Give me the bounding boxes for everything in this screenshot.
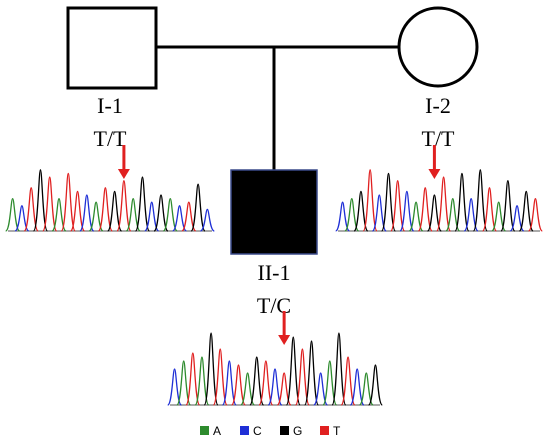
peak-T	[436, 176, 452, 232]
peak-T	[116, 179, 132, 232]
peak-G	[367, 364, 383, 406]
peak-A	[125, 197, 141, 232]
peak-C	[167, 368, 183, 406]
peak-A	[176, 360, 192, 406]
peak-C	[144, 201, 160, 232]
peak-T	[276, 372, 292, 406]
peak-C	[172, 205, 187, 232]
peak-G	[134, 176, 151, 232]
variant-arrow-icon	[428, 169, 441, 179]
peak-C	[335, 201, 351, 232]
peak-T	[294, 348, 310, 406]
legend-label-T: T	[333, 424, 341, 438]
peak-C	[313, 372, 329, 406]
peak-C	[371, 194, 387, 232]
peak-T	[481, 187, 498, 232]
label-I-2-id: I-2	[425, 93, 451, 118]
legend-swatch-G	[280, 426, 289, 435]
peak-T	[230, 364, 246, 406]
peak-C	[79, 194, 95, 232]
legend-swatch-C	[240, 426, 249, 435]
peak-C	[463, 197, 479, 232]
peak-G	[107, 190, 123, 232]
peak-A	[322, 360, 338, 406]
peak-T	[60, 172, 76, 232]
individual-II-1-symbol	[230, 169, 318, 255]
peak-G	[32, 169, 49, 232]
peak-T	[42, 176, 58, 232]
peak-C	[509, 205, 525, 232]
peak-C	[200, 208, 215, 232]
peak-A	[194, 356, 210, 406]
chromatogram-I-1	[5, 145, 215, 232]
peak-G	[454, 172, 470, 232]
chromatogram-I-2	[335, 145, 543, 232]
peak-G	[472, 169, 488, 232]
peak-A	[408, 201, 424, 232]
legend-swatch-A	[200, 426, 209, 435]
peak-A	[5, 197, 21, 232]
peak-C	[14, 205, 30, 232]
base-legend: A C G T	[200, 424, 341, 438]
peak-T	[181, 201, 197, 232]
label-I-2-genotype: T/T	[422, 126, 456, 151]
peak-A	[51, 197, 67, 232]
peak-T	[212, 348, 228, 406]
peak-A	[88, 201, 104, 232]
peak-C	[221, 360, 237, 406]
peak-T	[69, 190, 86, 232]
peak-G	[285, 336, 301, 406]
variant-arrow-icon	[278, 335, 291, 345]
peak-T	[390, 179, 406, 232]
label-II-1-id: II-1	[258, 260, 291, 285]
legend-label-G: G	[293, 424, 302, 438]
individual-I-1-symbol	[66, 6, 158, 90]
peak-A	[491, 201, 507, 232]
peak-T	[97, 187, 113, 232]
peak-T	[362, 169, 378, 232]
label-I-1-id: I-1	[97, 93, 123, 118]
peak-C	[267, 368, 283, 406]
peak-A	[240, 372, 256, 406]
label-I-1-genotype: T/T	[94, 126, 128, 151]
peak-T	[23, 187, 39, 232]
peak-G	[426, 194, 442, 232]
peak-G	[153, 194, 169, 232]
peak-G	[353, 190, 369, 232]
peak-T	[185, 352, 201, 406]
legend-label-A: A	[213, 424, 221, 438]
peak-T	[258, 360, 274, 406]
peak-A	[358, 372, 374, 406]
peak-G	[500, 179, 516, 232]
peak-G	[203, 332, 219, 406]
peak-C	[349, 368, 365, 406]
peak-A	[445, 197, 461, 232]
peak-G	[331, 332, 347, 406]
peak-A	[162, 197, 178, 232]
peak-G	[190, 183, 206, 232]
peak-T	[527, 197, 543, 232]
peak-C	[399, 190, 415, 232]
legend-swatch-T	[320, 426, 329, 435]
peak-T	[417, 187, 433, 232]
peak-A	[344, 197, 360, 232]
individual-I-2-symbol	[397, 6, 479, 88]
peak-G	[304, 340, 320, 406]
peak-G	[518, 190, 534, 232]
legend-label-C: C	[253, 424, 262, 438]
peak-T	[340, 356, 356, 406]
label-II-1-genotype: T/C	[257, 293, 291, 318]
peak-G	[380, 172, 397, 232]
peak-G	[249, 356, 265, 406]
chromatogram-II-1	[167, 311, 383, 406]
variant-arrow-icon	[117, 169, 130, 179]
